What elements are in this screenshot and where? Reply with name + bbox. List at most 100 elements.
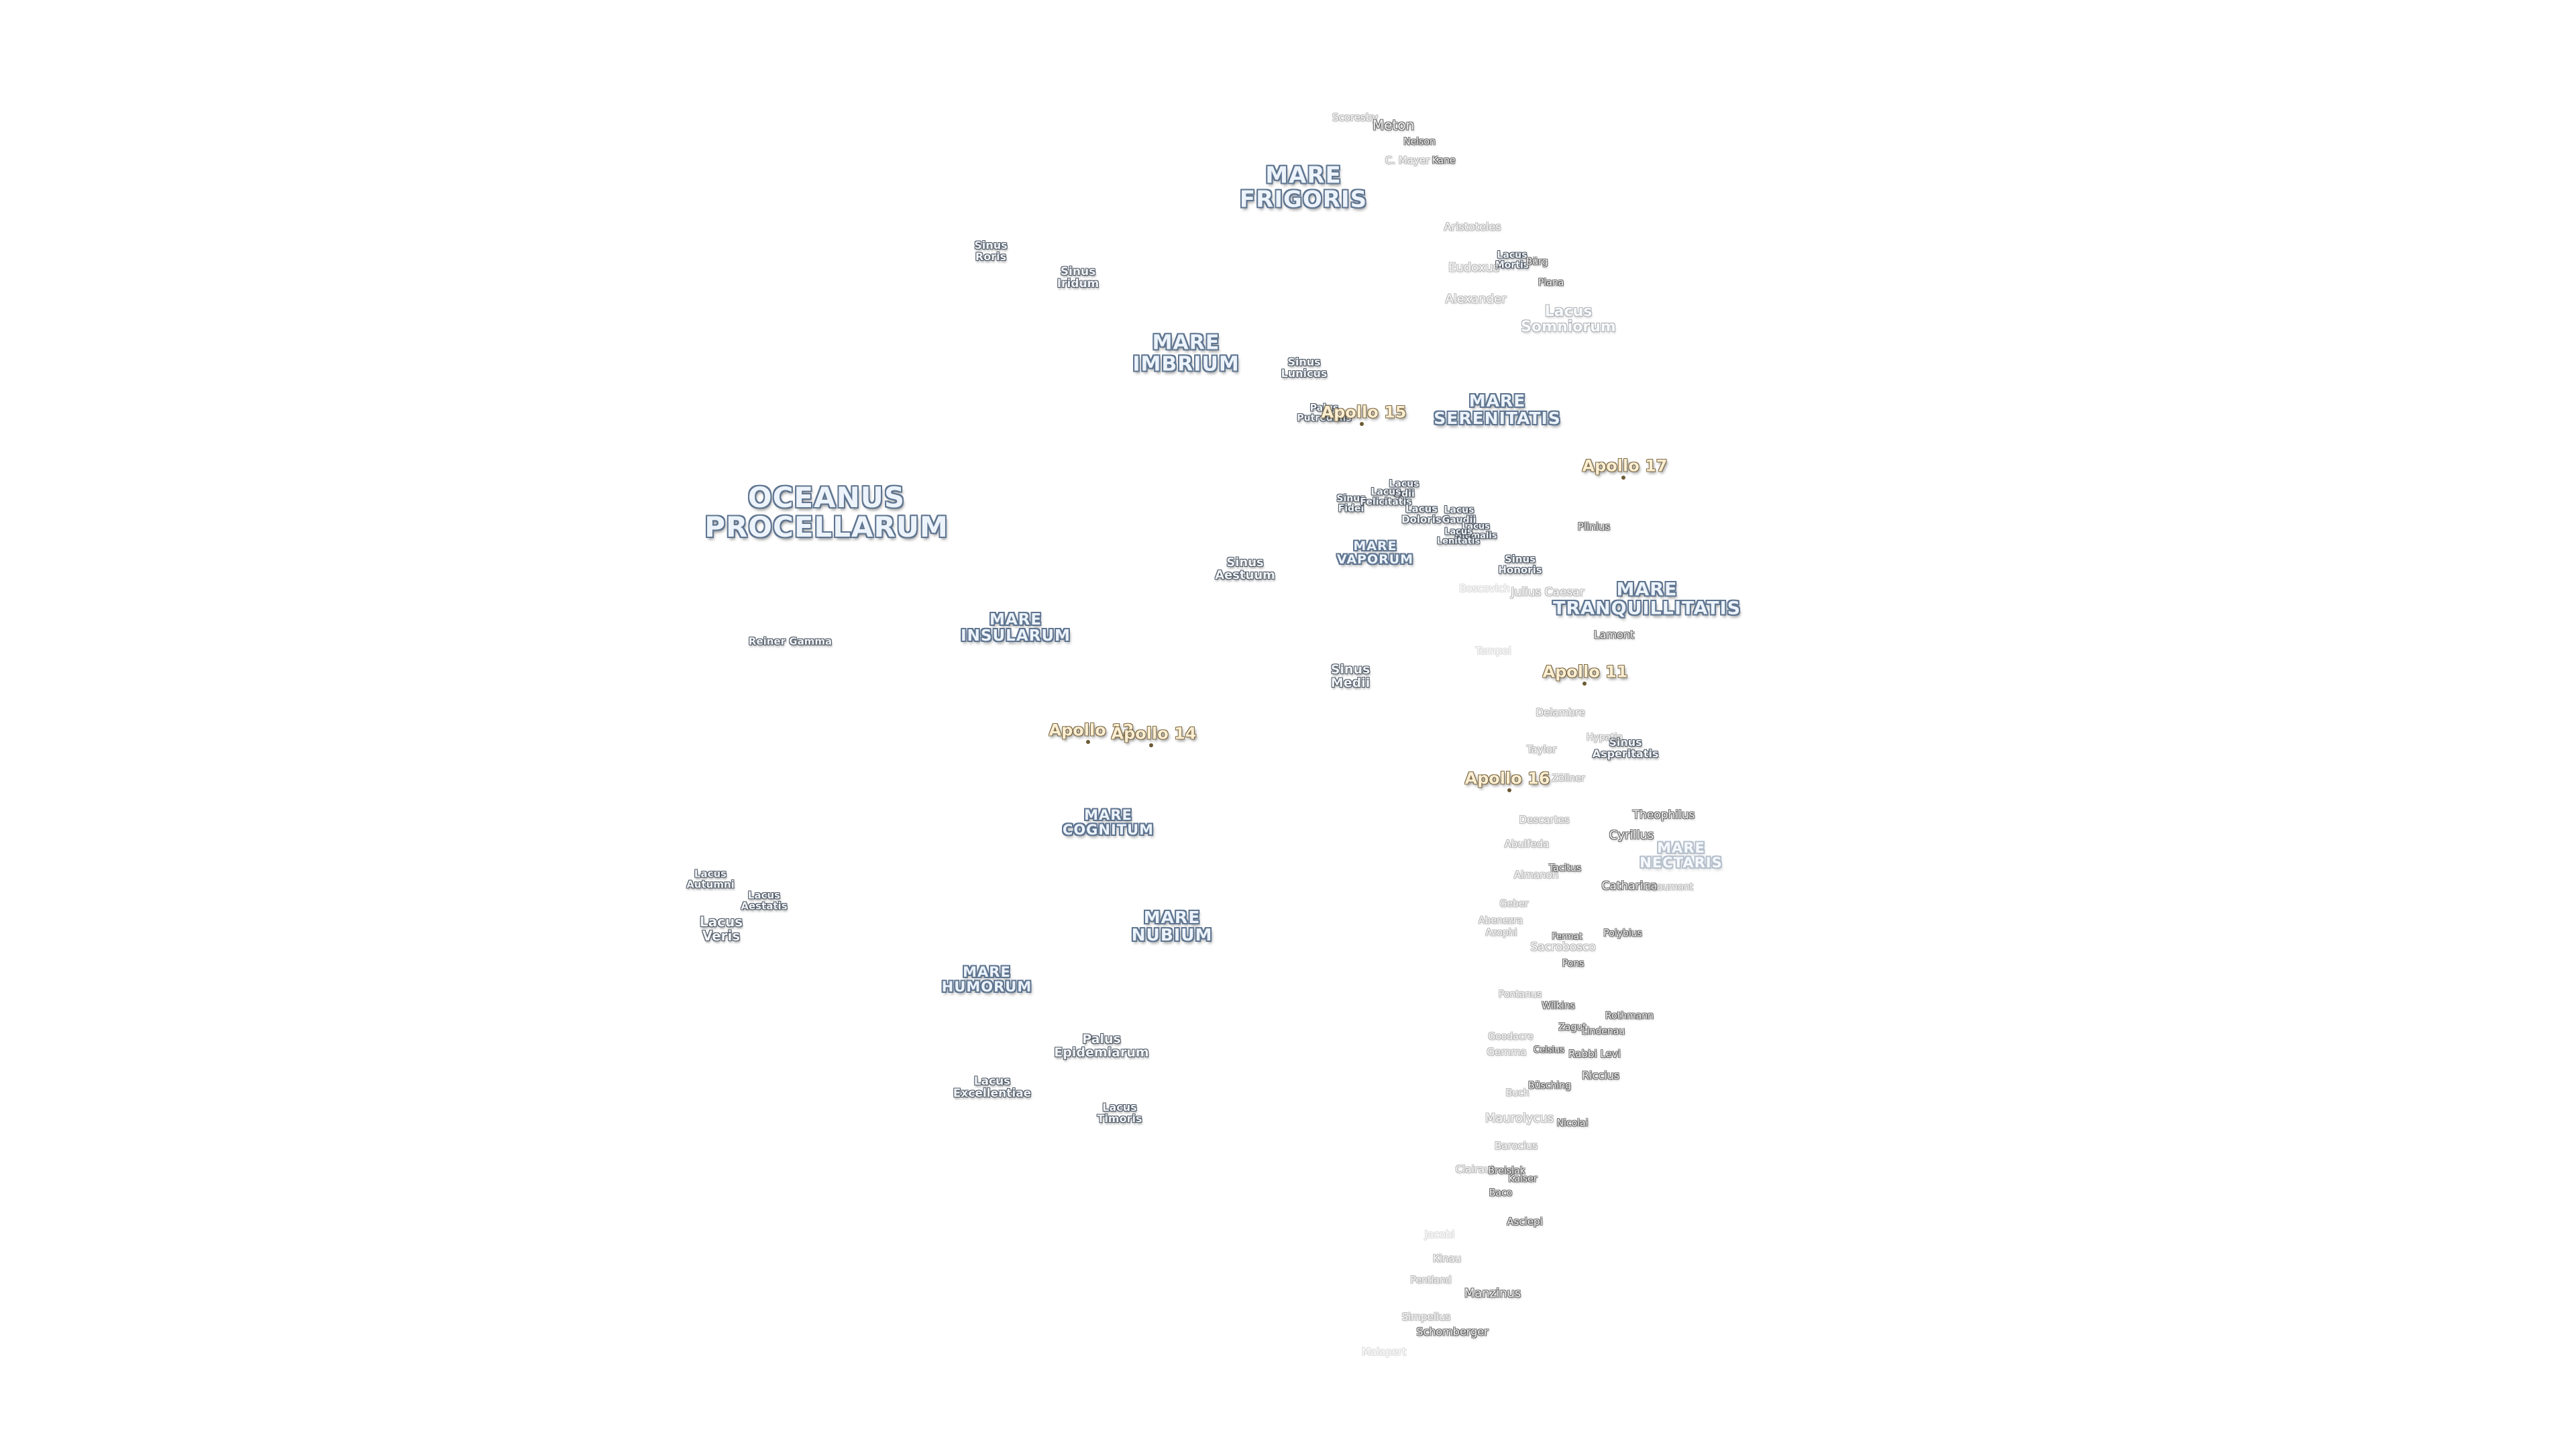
label-oceanus-procellarum: OCEANUS PROCELLARUM: [704, 480, 949, 543]
label-sinus-iridum: Sinus Iridum: [1057, 265, 1099, 290]
label-palus-putredinis: Palus Putredinis: [1297, 402, 1352, 423]
label-geber: Geber: [1499, 898, 1529, 910]
apollo-14-site-marker: [1149, 743, 1153, 747]
label-sinus-aestuum: Sinus Aestuum: [1215, 555, 1275, 582]
label-lacus-doloris: Lacus Doloris: [1401, 502, 1442, 525]
label-mare-tranquillitatis: MARE TRANQUILLITATIS: [1552, 579, 1741, 619]
label-pontanus: Pontanus: [1498, 989, 1542, 1000]
label-apollo-11: Apollo 11: [1542, 662, 1628, 682]
label-sinus-roris: Sinus Roris: [974, 239, 1008, 263]
label-simpelius: Simpelius: [1401, 1311, 1451, 1324]
label-sinus-fidei: Sinus Fidei: [1336, 493, 1366, 514]
label-mare-nectaris: MARE NECTARIS: [1640, 839, 1723, 871]
label-mare-nubium: MARE NUBIUM: [1131, 907, 1213, 945]
label-apollo-14: Apollo 14: [1111, 724, 1197, 743]
label-catharina: Catharina: [1601, 879, 1658, 894]
label-apollo-16: Apollo 16: [1464, 769, 1550, 788]
label-lacus-excellentiae: Lacus Excellentiae: [953, 1075, 1032, 1100]
label-lacus-hiemalis: Lacus Hiemalis: [1454, 521, 1497, 541]
label-sinus-lunicus: Sinus Lunicus: [1281, 356, 1328, 380]
label-alexander: Alexander: [1445, 292, 1507, 307]
label-burg: Bürg: [1525, 256, 1548, 268]
label-maurolycus: Maurolycus: [1485, 1111, 1554, 1126]
label-lacus-lenitatis: Lacus Lenitatis: [1436, 527, 1481, 546]
label-clairaut: Clairaut: [1455, 1163, 1495, 1176]
label-sacrobosco: Sacrobosco: [1530, 941, 1596, 955]
label-barocius: Barocius: [1494, 1140, 1538, 1152]
label-lacus-veris: Lacus Veris: [699, 914, 743, 944]
label-kane: Kane: [1432, 155, 1456, 166]
label-rabbi-levi: Rabbi Levi: [1568, 1048, 1621, 1061]
label-apollo-17: Apollo 17: [1582, 456, 1668, 476]
label-mare-cognitum: MARE COGNITUM: [1062, 806, 1155, 838]
label-sinus-honoris: Sinus Honoris: [1498, 553, 1542, 576]
label-busching: Büsching: [1528, 1080, 1571, 1091]
label-mare-insularum: MARE INSULARUM: [961, 610, 1071, 645]
label-malapert: Malapert: [1361, 1346, 1407, 1358]
label-lamont: Lamont: [1593, 628, 1635, 641]
apollo-11-site-marker: [1582, 682, 1587, 686]
label-baco: Baco: [1489, 1187, 1513, 1199]
label-polybius: Polybius: [1603, 928, 1642, 939]
label-plana: Plana: [1538, 277, 1564, 288]
label-tempel: Tempel: [1475, 645, 1511, 657]
label-lacus-autumni: Lacus Autumni: [686, 867, 735, 890]
label-mare-serenitatis: MARE SERENITATIS: [1434, 390, 1561, 428]
label-scoresby: Scoresby: [1332, 111, 1379, 124]
label-rothmann: Rothmann: [1605, 1010, 1654, 1022]
label-c-mayer: C. Mayer: [1385, 154, 1430, 167]
apollo-12-site-marker: [1086, 740, 1090, 744]
label-palus-epidemiarum: Palus Epidemiarum: [1054, 1032, 1149, 1060]
label-lacus-felicitatis: Lacus Felicitatis: [1360, 486, 1412, 507]
label-delambre: Delambre: [1536, 706, 1585, 719]
label-hypatia: Hypatia: [1586, 732, 1623, 743]
label-lacus-somniorum: Lacus Somniorum: [1521, 303, 1616, 335]
label-lacus-mortis: Lacus Mortis: [1495, 250, 1529, 270]
label-pentland: Pentland: [1410, 1275, 1452, 1286]
label-lacus-timoris: Lacus Timoris: [1097, 1101, 1142, 1125]
label-fermat: Fermat: [1552, 932, 1582, 943]
label-abulfeda: Abulfeda: [1504, 838, 1550, 851]
label-riccius: Riccius: [1581, 1069, 1620, 1082]
label-mare-frigoris: MARE FRIGORIS: [1239, 162, 1368, 213]
label-zollner: Zöllner: [1552, 773, 1585, 784]
label-plinius: Plinius: [1577, 521, 1611, 533]
label-sinus-asperitatis: Sinus Asperitatis: [1592, 736, 1659, 760]
label-descartes: Descartes: [1519, 814, 1570, 826]
label-kinau: Kinau: [1432, 1252, 1462, 1265]
apollo-17-site-marker: [1621, 476, 1625, 480]
label-buch: Buch: [1505, 1087, 1529, 1099]
label-nelson: Nelson: [1403, 136, 1436, 148]
label-azophi: Azophi: [1485, 927, 1517, 938]
label-wilkins: Wilkins: [1542, 1000, 1575, 1012]
label-eudoxus: Eudoxus: [1448, 260, 1500, 275]
label-almanon: Almanon: [1513, 869, 1559, 881]
label-theophilus: Theophilus: [1632, 808, 1695, 822]
label-celsius: Celsius: [1533, 1045, 1565, 1056]
label-mare-vaporum: MARE VAPORUM: [1336, 539, 1414, 567]
label-lacus-gaudii: Lacus Gaudii: [1442, 504, 1477, 525]
label-mare-imbrium: MARE IMBRIUM: [1132, 331, 1240, 376]
label-nicolai: Nicolai: [1556, 1118, 1589, 1129]
label-breislak: Breislak: [1488, 1165, 1525, 1177]
label-mare-humorum: MARE HUMORUM: [941, 963, 1032, 995]
label-lindenau: Lindenau: [1581, 1026, 1625, 1037]
label-aristoteles: Aristoteles: [1444, 220, 1501, 233]
label-schomberger: Schomberger: [1416, 1325, 1489, 1338]
label-gemma: Gemma: [1487, 1046, 1527, 1059]
label-jacobi: Jacobi: [1424, 1228, 1455, 1241]
label-lacus-aestatis: Lacus Aestatis: [741, 889, 788, 912]
label-apollo-15: Apollo 15: [1321, 402, 1407, 422]
label-abenezra: Abenezra: [1478, 915, 1523, 926]
label-kaiser: Kaiser: [1508, 1173, 1538, 1185]
label-julius-caesar: Julius Caesar: [1511, 586, 1585, 600]
label-asclepi: Asclepi: [1507, 1216, 1543, 1228]
label-zagut: Zagut: [1558, 1022, 1587, 1033]
label-pons: Pons: [1562, 958, 1585, 969]
label-taylor: Taylor: [1526, 743, 1557, 756]
label-meton: Meton: [1372, 117, 1415, 133]
apollo-15-site-marker: [1360, 422, 1364, 426]
label-apollo-12: Apollo 12: [1049, 720, 1134, 740]
label-tacitus: Tacitus: [1548, 863, 1582, 874]
